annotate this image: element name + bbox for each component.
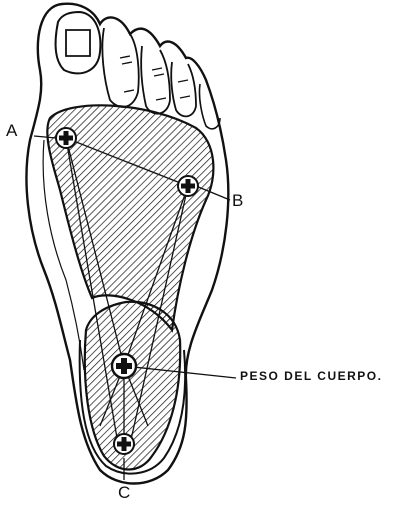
point-a-marker: [56, 128, 76, 148]
label-b: B: [232, 192, 243, 209]
toe-4: [171, 62, 196, 116]
big-toe: [56, 12, 101, 73]
toe-creases: [120, 56, 190, 100]
point-b-marker: [178, 176, 198, 196]
point-c-marker: [114, 434, 134, 454]
label-body-weight: PESO DEL CUERPO.: [240, 370, 382, 382]
big-toe-nail: [66, 30, 90, 56]
toe-3: [141, 46, 170, 114]
body-weight-marker: [112, 354, 136, 378]
label-a: A: [6, 122, 17, 139]
label-c: C: [118, 484, 130, 501]
toe-2: [102, 28, 138, 107]
